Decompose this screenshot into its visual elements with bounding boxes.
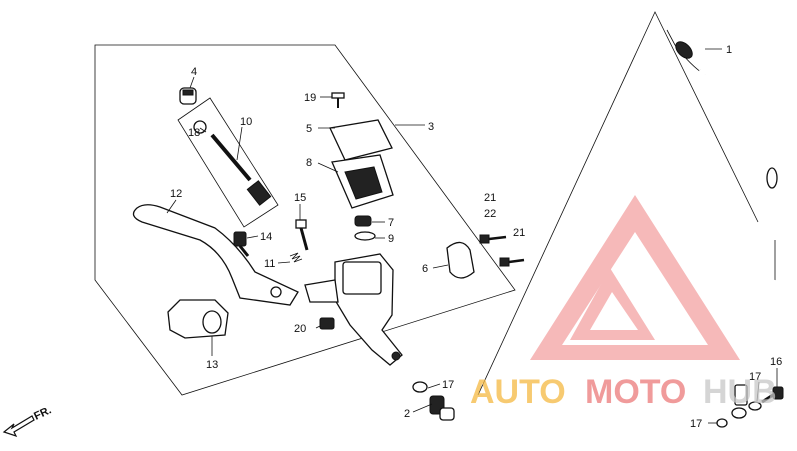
callout-22: 22 xyxy=(484,208,496,220)
part-diaphragm-8 xyxy=(331,154,394,209)
callout-18: 18 xyxy=(188,127,200,139)
part-plate-7 xyxy=(354,215,372,227)
callout-16: 16 xyxy=(770,356,782,368)
direction-label: FR. xyxy=(32,404,53,422)
cable-outline xyxy=(477,11,759,396)
part-master-cylinder-3 xyxy=(304,253,403,366)
callout-10: 10 xyxy=(240,116,252,128)
part-lever-12 xyxy=(132,204,299,306)
callout-13: 13 xyxy=(206,359,218,371)
arrow-icon xyxy=(2,415,35,438)
logo-inner-hole xyxy=(590,292,638,330)
callout-1: 1 xyxy=(726,44,732,56)
part-cap-5 xyxy=(329,119,393,161)
part-bolt-14 xyxy=(233,231,250,257)
part-bolt-21b xyxy=(499,257,525,267)
watermark-moto: MOTO xyxy=(585,373,686,411)
callout-15: 15 xyxy=(294,192,306,204)
callout-12: 12 xyxy=(170,188,182,200)
part-bolt-16 xyxy=(761,386,784,404)
watermark-auto: AUTO xyxy=(470,373,566,411)
watermark-text: AUTO MOTO HUB xyxy=(470,373,777,411)
callout-17b: 17 xyxy=(749,371,761,383)
part-washer-17b xyxy=(748,401,762,411)
callout-19: 19 xyxy=(304,92,316,104)
callout-2: 2 xyxy=(404,408,410,420)
callouts: 1 2 3 4 5 6 7 8 9 10 11 12 13 14 15 16 1… xyxy=(170,44,782,430)
part-hose-1 xyxy=(666,29,778,419)
part-screw-19 xyxy=(331,92,345,108)
part-clamp-6 xyxy=(446,241,475,279)
watermark-logo xyxy=(530,195,740,360)
callout-4: 4 xyxy=(191,66,197,78)
part-bolt-21a xyxy=(479,234,507,244)
part-boot-4 xyxy=(179,87,197,105)
callout-21b: 21 xyxy=(513,227,525,239)
piston-kit-box xyxy=(177,97,279,228)
callout-9: 9 xyxy=(388,233,394,245)
part-spring-11 xyxy=(289,252,303,263)
callout-21a: 21 xyxy=(484,192,496,204)
assembly-outline xyxy=(94,44,516,396)
callout-17a: 17 xyxy=(442,379,454,391)
callout-5: 5 xyxy=(306,123,312,135)
part-washer-17c xyxy=(716,418,728,428)
part-holder-13 xyxy=(167,299,229,339)
part-piston-10 xyxy=(210,133,272,206)
callout-11: 11 xyxy=(264,258,275,270)
leader-lines xyxy=(166,48,778,424)
watermark-hub: HUB xyxy=(703,373,777,411)
callout-7: 7 xyxy=(388,217,394,229)
callout-14: 14 xyxy=(260,231,272,243)
callout-17c: 17 xyxy=(690,418,702,430)
part-nut-20 xyxy=(319,317,335,330)
callout-6: 6 xyxy=(422,263,428,275)
callout-8: 8 xyxy=(306,157,312,169)
part-oring-9 xyxy=(354,231,376,241)
part-bolt-2 xyxy=(412,381,455,421)
part-pivot-bolt-15 xyxy=(295,219,309,251)
direction-indicator: FR. xyxy=(2,404,53,438)
callout-20: 20 xyxy=(294,323,306,335)
callout-3: 3 xyxy=(428,121,434,133)
